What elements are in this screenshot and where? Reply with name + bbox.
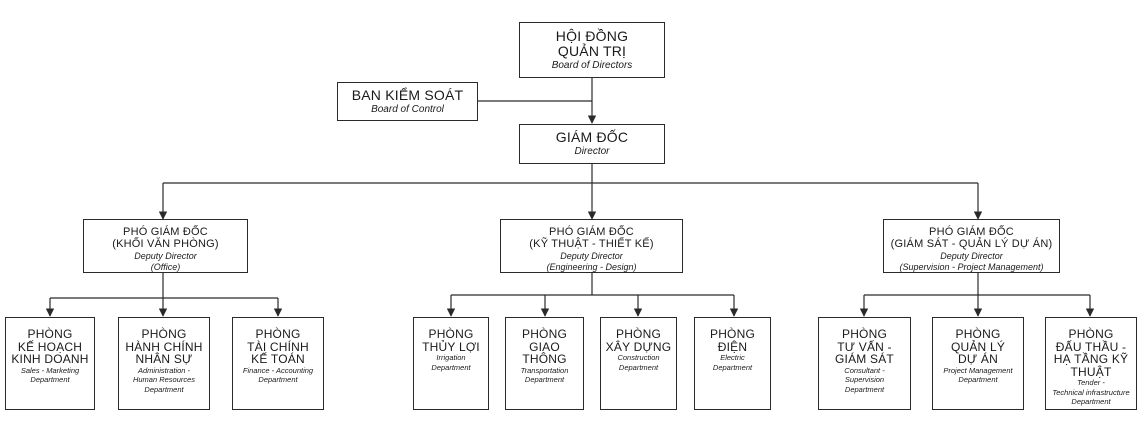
dept-admin-vi-1: PHÒNG — [141, 327, 187, 341]
dept-tender-vi-4: THUẬT — [1070, 364, 1112, 379]
dept-admin-vi-3: NHÂN SỰ — [135, 352, 193, 366]
dept-construction-vi-2: XÂY DỰNG — [605, 339, 672, 354]
control-en-line-1: Board of Control — [371, 104, 444, 115]
dept-transport-vi-2: GIAO THÔNG — [522, 339, 567, 366]
dept-construction-en-1: Construction — [617, 353, 660, 362]
dept-tender-en-2: Technical infrastructure — [1052, 387, 1130, 397]
board-vi-line-2: QUẢN TRỊ — [557, 43, 627, 59]
dept-irrigation-en-2: Department — [431, 362, 471, 372]
deputy-director-supervision-box: PHÓ GIÁM ĐỐC (GIÁM SÁT - QUẢN LÝ DỰ ÁN) … — [883, 219, 1060, 273]
dept-consultant-supervision-box: PHÒNG TƯ VẤN - GIÁM SÁT Consultant - Sup… — [818, 317, 911, 410]
dept-sales-marketing-box: PHÒNG KẾ HOẠCH KINH DOANH Sales - Market… — [5, 317, 95, 410]
dept-tender-infrastructure-box: PHÒNG ĐẤU THẦU - HẠ TẦNG KỸ THUẬT Tender… — [1045, 317, 1137, 410]
deputy-director-office-box: PHÓ GIÁM ĐỐC (KHỐI VĂN PHÒNG) Deputy Dir… — [83, 219, 248, 273]
board-en-line-1: Board of Directors — [551, 60, 633, 71]
dept-tender-en-3: Department — [1071, 397, 1111, 406]
dept-transportation-box: PHÒNG GIAO THÔNG Transportation Departme… — [505, 317, 584, 410]
dept-tender-vi-2: ĐẤU THẦU - — [1055, 339, 1127, 354]
dept-electric-en-1: Electric — [720, 353, 745, 362]
dept-consultant-en-2: Supervision — [844, 375, 885, 384]
dept-admin-en-3: Department — [144, 384, 184, 394]
dept-transport-en-1: Transportation — [520, 365, 569, 375]
dept-construction-vi-1: PHÒNG — [615, 327, 661, 341]
deputy-supervision-vi-1: PHÓ GIÁM ĐỐC — [929, 226, 1014, 238]
deputy-office-vi-1: PHÓ GIÁM ĐỐC — [123, 226, 208, 238]
dept-consultant-en-3: Department — [844, 384, 885, 394]
director-en-line-1: Director — [574, 146, 610, 157]
dept-irrigation-box: PHÒNG THỦY LỢI Irrigation Department — [413, 317, 489, 410]
dept-admin-en-1: Administration - — [137, 365, 191, 375]
dept-admin-hr-box: PHÒNG HÀNH CHÍNH NHÂN SỰ Administration … — [118, 317, 210, 410]
dept-irrigation-vi-2: THỦY LỢI — [422, 339, 480, 354]
dept-sales-vi-3: KINH DOANH — [11, 352, 89, 366]
deputy-engineering-en-1: Deputy Director — [560, 251, 623, 261]
deputy-supervision-en-1: Deputy Director — [940, 251, 1003, 261]
dept-transport-en-2: Department — [524, 375, 565, 384]
dept-projectmgmt-vi-3: DỰ ÁN — [958, 352, 998, 366]
dept-projectmgmt-en-1: Project Management — [943, 365, 1013, 375]
dept-irrigation-vi-1: PHÒNG — [428, 327, 474, 341]
dept-construction-en-2: Department — [618, 362, 659, 372]
dept-electric-vi-1: PHÒNG — [709, 327, 755, 341]
dept-consultant-en-1: Consultant - — [844, 365, 885, 375]
control-vi-line-1: BAN KIỂM SOÁT — [351, 87, 464, 103]
dept-construction-box: PHÒNG XÂY DỰNG Construction Department — [600, 317, 677, 410]
dept-tender-vi-1: PHÒNG — [1068, 327, 1114, 341]
deputy-engineering-vi-1: PHÓ GIÁM ĐỐC — [549, 226, 634, 238]
dept-sales-vi-2: KẾ HOẠCH — [17, 339, 83, 354]
dept-consultant-vi-3: GIÁM SÁT — [835, 352, 894, 366]
director-box: GIÁM ĐỐC Director — [519, 124, 665, 164]
dept-admin-en-2: Human Resources — [132, 375, 196, 384]
dept-finance-vi-2: TÀI CHÍNH — [247, 339, 309, 354]
dept-admin-vi-2: HÀNH CHÍNH — [125, 339, 203, 354]
deputy-office-vi-2: (KHỐI VĂN PHÒNG) — [112, 238, 219, 250]
dept-projectmgmt-en-2: Department — [958, 375, 998, 384]
dept-consultant-vi-2: TƯ VẤN - — [837, 339, 892, 354]
dept-finance-accounting-box: PHÒNG TÀI CHÍNH KẾ TOÁN Finance - Accoun… — [232, 317, 324, 410]
deputy-director-engineering-box: PHÓ GIÁM ĐỐC (KỸ THUẬT - THIẾT KẾ) Deput… — [500, 219, 683, 273]
dept-projectmgmt-vi-2: QUẢN LÝ — [950, 339, 1006, 354]
dept-projectmgmt-vi-1: PHÒNG — [955, 327, 1001, 341]
dept-sales-vi-1: PHÒNG — [27, 327, 73, 341]
deputy-office-en-1: Deputy Director — [134, 251, 197, 261]
deputy-supervision-vi-2: (GIÁM SÁT - QUẢN LÝ DỰ ÁN) — [890, 238, 1053, 250]
dept-tender-en-1: Tender - — [1077, 378, 1105, 387]
director-vi-line-1: GIÁM ĐỐC — [555, 129, 629, 145]
deputy-office-en-2: (Office) — [150, 262, 181, 272]
dept-finance-en-1: Finance - Accounting — [242, 365, 314, 375]
dept-transport-vi-1: PHÒNG — [521, 327, 567, 341]
dept-irrigation-en-1: Irrigation — [436, 353, 466, 362]
dept-sales-en-1: Sales - Marketing — [20, 365, 80, 375]
deputy-engineering-en-2: (Engineering - Design) — [546, 262, 637, 272]
dept-project-management-box: PHÒNG QUẢN LÝ DỰ ÁN Project Management D… — [932, 317, 1024, 410]
dept-finance-vi-1: PHÒNG — [255, 327, 301, 341]
board-of-control-box: BAN KIỂM SOÁT Board of Control — [337, 82, 478, 121]
deputy-supervision-en-2: (Supervision - Project Management) — [899, 262, 1044, 272]
dept-finance-en-2: Department — [258, 375, 298, 384]
dept-consultant-vi-1: PHÒNG — [841, 327, 887, 341]
dept-electric-box: PHÒNG ĐIỆN Electric Department — [694, 317, 771, 410]
deputy-engineering-vi-2: (KỸ THUẬT - THIẾT KẾ) — [529, 238, 654, 250]
dept-sales-en-2: Department — [30, 375, 70, 384]
board-vi-line-1: HỘI ĐỒNG — [555, 28, 629, 44]
dept-finance-vi-3: KẾ TOÁN — [251, 352, 305, 366]
board-of-directors-box: HỘI ĐỒNG QUẢN TRỊ Board of Directors — [519, 22, 665, 78]
dept-electric-vi-2: ĐIỆN — [717, 339, 748, 354]
dept-tender-vi-3: HẠ TẦNG KỸ — [1053, 352, 1129, 366]
dept-electric-en-2: Department — [712, 362, 753, 372]
